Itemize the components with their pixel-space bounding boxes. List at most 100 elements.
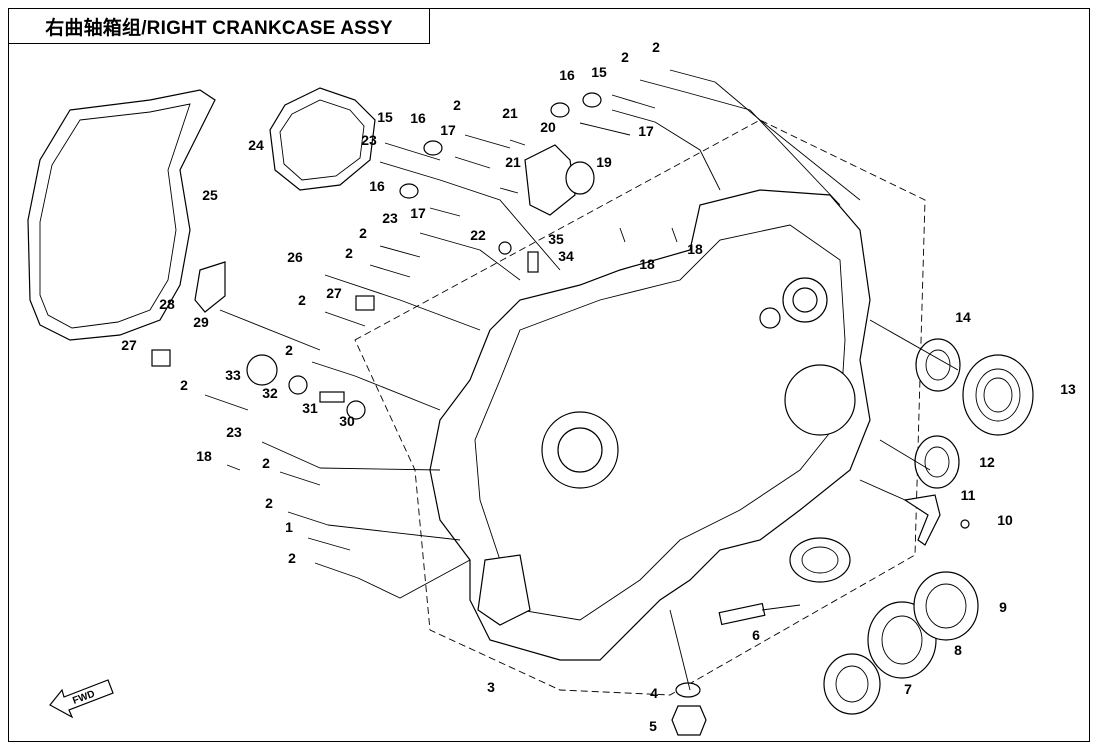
callout-5: 5 [649,718,657,734]
callout-32: 32 [262,385,278,401]
callout-9: 9 [999,599,1007,615]
callout-2: 2 [180,377,188,393]
callout-17: 17 [410,205,426,221]
bushing [789,537,851,583]
callout-14: 14 [955,309,971,325]
callout-2: 2 [621,49,629,65]
callout-2: 2 [298,292,306,308]
callout-35: 35 [548,231,564,247]
callout-29: 29 [193,314,209,330]
callout-23: 23 [226,424,242,440]
callout-17: 17 [440,122,456,138]
callout-19: 19 [596,154,612,170]
callout-31: 31 [302,400,318,416]
screw-10 [960,519,970,529]
callout-17: 17 [638,123,654,139]
callout-22: 22 [470,227,486,243]
retainer-plate-11 [903,494,941,546]
oil-seal-7 [823,653,881,715]
callout-2: 2 [652,39,660,55]
o-ring-32 [288,375,308,395]
callout-16: 16 [559,67,575,83]
callout-15: 15 [591,64,607,80]
bearing-13 [962,354,1034,436]
callout-26: 26 [287,249,303,265]
callout-1: 1 [285,519,293,535]
callout-12: 12 [979,454,995,470]
sensor-35 [527,251,539,273]
bracket-28 [194,261,226,313]
oil-seal-14 [915,338,961,392]
callout-4: 4 [650,685,658,701]
callout-6: 6 [752,627,760,643]
o-ring-19 [565,161,595,195]
callout-23: 23 [382,210,398,226]
callout-2: 2 [265,495,273,511]
callout-23: 23 [361,132,377,148]
callout-30: 30 [339,413,355,429]
bearing-12 [914,435,960,489]
leader-lines [319,81,959,691]
cover-gasket [269,87,376,191]
callout-2: 2 [453,97,461,113]
bearing-seat-small [759,307,781,329]
diagram-title: 右曲轴箱组/RIGHT CRANKCASE ASSY [45,17,393,39]
callout-24: 24 [248,137,264,153]
spring-31 [319,391,345,403]
crankcase-gasket-inner [39,103,191,329]
callout-16: 16 [410,110,426,126]
ball-30 [346,400,366,420]
crankcase-bore [557,427,603,473]
callout-33: 33 [225,367,241,383]
callout-20: 20 [540,119,556,135]
dowel-27b [355,295,375,311]
callout-15: 15 [377,109,393,125]
callout-18: 18 [196,448,212,464]
bolt-group [204,69,716,579]
long-bolt-29 [219,309,321,351]
washer-4 [675,682,701,698]
callout-2: 2 [288,550,296,566]
callout-7: 7 [904,681,912,697]
cover-20 [524,144,576,216]
bearing-9 [913,571,979,641]
crank-bore [784,364,856,436]
callout-3: 3 [487,679,495,695]
callout-21: 21 [505,154,521,170]
drain-plug-5 [671,705,707,736]
callout-11: 11 [961,487,976,503]
crankcase-port [477,554,531,626]
callout-25: 25 [202,187,218,203]
washer-15a [582,92,602,108]
assembly-envelope [354,119,926,696]
nut-16b [423,140,443,156]
callout-27: 27 [121,337,137,353]
nut-16c [399,183,419,199]
fwd-arrow: FWD [49,679,114,719]
dowel-27a [151,349,171,367]
callout-18: 18 [639,256,655,272]
crankcase-gasket [27,89,216,341]
parts-artwork: FWD [27,69,1034,736]
cover-gasket-inner [279,99,365,181]
right-crankcase [429,189,871,661]
nut-16a [550,102,570,118]
callout-8: 8 [954,642,962,658]
check-valve-22 [498,241,512,255]
callout-2: 2 [285,342,293,358]
oil-jet-6 [718,602,766,626]
callout-2: 2 [262,455,270,471]
callout-21: 21 [502,105,518,121]
callout-13: 13 [1060,381,1076,397]
callout-18: 18 [687,241,703,257]
callout-28: 28 [159,296,175,312]
crankcase-flange-line [474,224,846,621]
title-box: 右曲轴箱组/RIGHT CRANKCASE ASSY [8,8,430,44]
callout-27: 27 [326,285,342,301]
callout-2: 2 [359,225,367,241]
bearing-seat-upper-inner [792,287,818,313]
callout-34: 34 [558,248,574,264]
callout-10: 10 [997,512,1013,528]
